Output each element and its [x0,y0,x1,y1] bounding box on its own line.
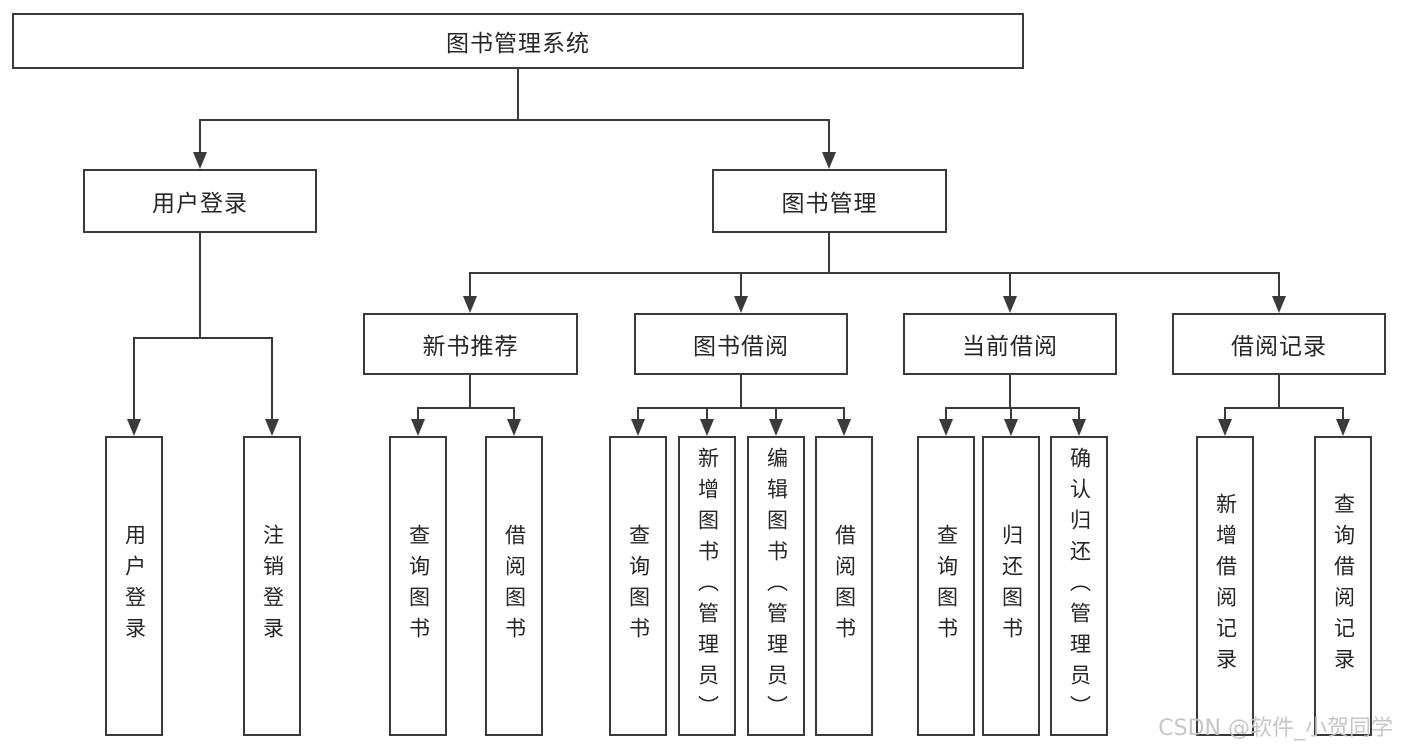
node-borrowing-records: 借阅记录 [1172,313,1386,375]
node-label: 注销登录 [260,524,285,648]
arrow-down-icon [193,152,207,169]
connector-line [775,407,777,421]
node-label: 新增借阅记录 [1213,493,1238,679]
arrow-down-icon [1072,419,1086,436]
connector-line [1224,407,1343,409]
node-book-borrowing: 图书借阅 [634,313,848,375]
connector-line [1342,407,1344,421]
node-borrow-books: 借阅图书 [815,436,873,736]
connector-line [417,407,515,409]
connector-line [199,233,201,338]
node-query-books-current: 查询图书 [917,436,975,736]
arrow-down-icon [265,419,279,436]
arrow-down-icon [734,296,748,313]
arrow-down-icon [1218,419,1232,436]
node-query-borrow-record: 查询借阅记录 [1314,436,1372,736]
connector-line [271,337,273,421]
connector-line [1278,375,1280,409]
node-label: 查询图书 [934,524,959,648]
connector-line [706,407,708,421]
connector-line [1078,407,1080,421]
connector-line [1224,407,1226,421]
arrow-down-icon [1336,419,1350,436]
node-query-books-recommend: 查询图书 [389,436,447,736]
connector-line [469,272,471,298]
arrow-down-icon [939,419,953,436]
node-label: 借阅记录 [1231,334,1327,360]
node-label: 当前借阅 [962,334,1058,360]
connector-line [1278,272,1280,298]
connector-line [740,375,742,409]
arrow-down-icon [769,419,783,436]
connector-line [469,272,1280,274]
connector-line [199,119,201,154]
node-label: 图书借阅 [693,334,789,360]
node-label: 借阅图书 [832,524,857,648]
connector-line [133,337,135,421]
node-label: 确认归还（管理员） [1067,446,1092,726]
connector-line [133,337,273,339]
node-borrow-books-recommend: 借阅图书 [485,436,543,736]
arrow-down-icon [631,419,645,436]
node-label: 新增图书（管理员） [695,446,720,726]
node-label: 归还图书 [999,524,1024,648]
connector-line [1009,272,1011,298]
node-query-books-borrow: 查询图书 [609,436,667,736]
connector-line [637,407,639,421]
node-return-books: 归还图书 [982,436,1040,736]
connector-line [199,119,830,121]
node-add-book-admin: 新增图书（管理员） [678,436,736,736]
node-book-management: 图书管理 [712,169,947,233]
connector-line [417,407,419,421]
connector-line [843,407,845,421]
node-label: 查询图书 [626,524,651,648]
node-label: 编辑图书（管理员） [764,446,789,726]
node-label: 新书推荐 [422,334,519,360]
connector-line [1010,407,1012,421]
node-current-borrowing: 当前借阅 [903,313,1117,375]
connector-line [513,407,515,421]
node-label: 用户登录 [122,524,147,648]
connector-line [945,407,947,421]
node-user-login-leaf: 用户登录 [105,436,163,736]
node-label: 图书管理系统 [446,31,590,57]
node-label: 查询图书 [406,524,431,648]
node-user-login: 用户登录 [83,169,317,233]
node-label: 借阅图书 [502,524,527,648]
arrow-down-icon [837,419,851,436]
arrow-down-icon [1004,419,1018,436]
node-new-book-recommend: 新书推荐 [363,313,578,375]
arrow-down-icon [1003,296,1017,313]
connector-line [1009,375,1011,409]
connector-line [637,407,844,409]
connector-line [945,407,1079,409]
connector-line [828,233,830,273]
csdn-watermark: CSDN @软件_小贺同学 [1158,716,1393,741]
node-confirm-return-admin: 确认归还（管理员） [1050,436,1108,736]
arrow-down-icon [822,152,836,169]
node-logout: 注销登录 [243,436,301,736]
node-label: 查询借阅记录 [1331,493,1356,679]
arrow-down-icon [463,296,477,313]
arrow-down-icon [127,419,141,436]
connector-line [469,375,471,409]
connector-line [517,69,519,120]
node-label: 图书管理 [781,191,878,217]
arrow-down-icon [507,419,521,436]
node-label: 用户登录 [152,191,248,217]
connector-line [828,119,830,154]
node-add-borrow-record: 新增借阅记录 [1196,436,1254,736]
arrow-down-icon [1272,296,1286,313]
node-library-management-system: 图书管理系统 [12,13,1024,69]
arrow-down-icon [700,419,714,436]
node-edit-book-admin: 编辑图书（管理员） [747,436,805,736]
arrow-down-icon [411,419,425,436]
connector-line [740,272,742,298]
